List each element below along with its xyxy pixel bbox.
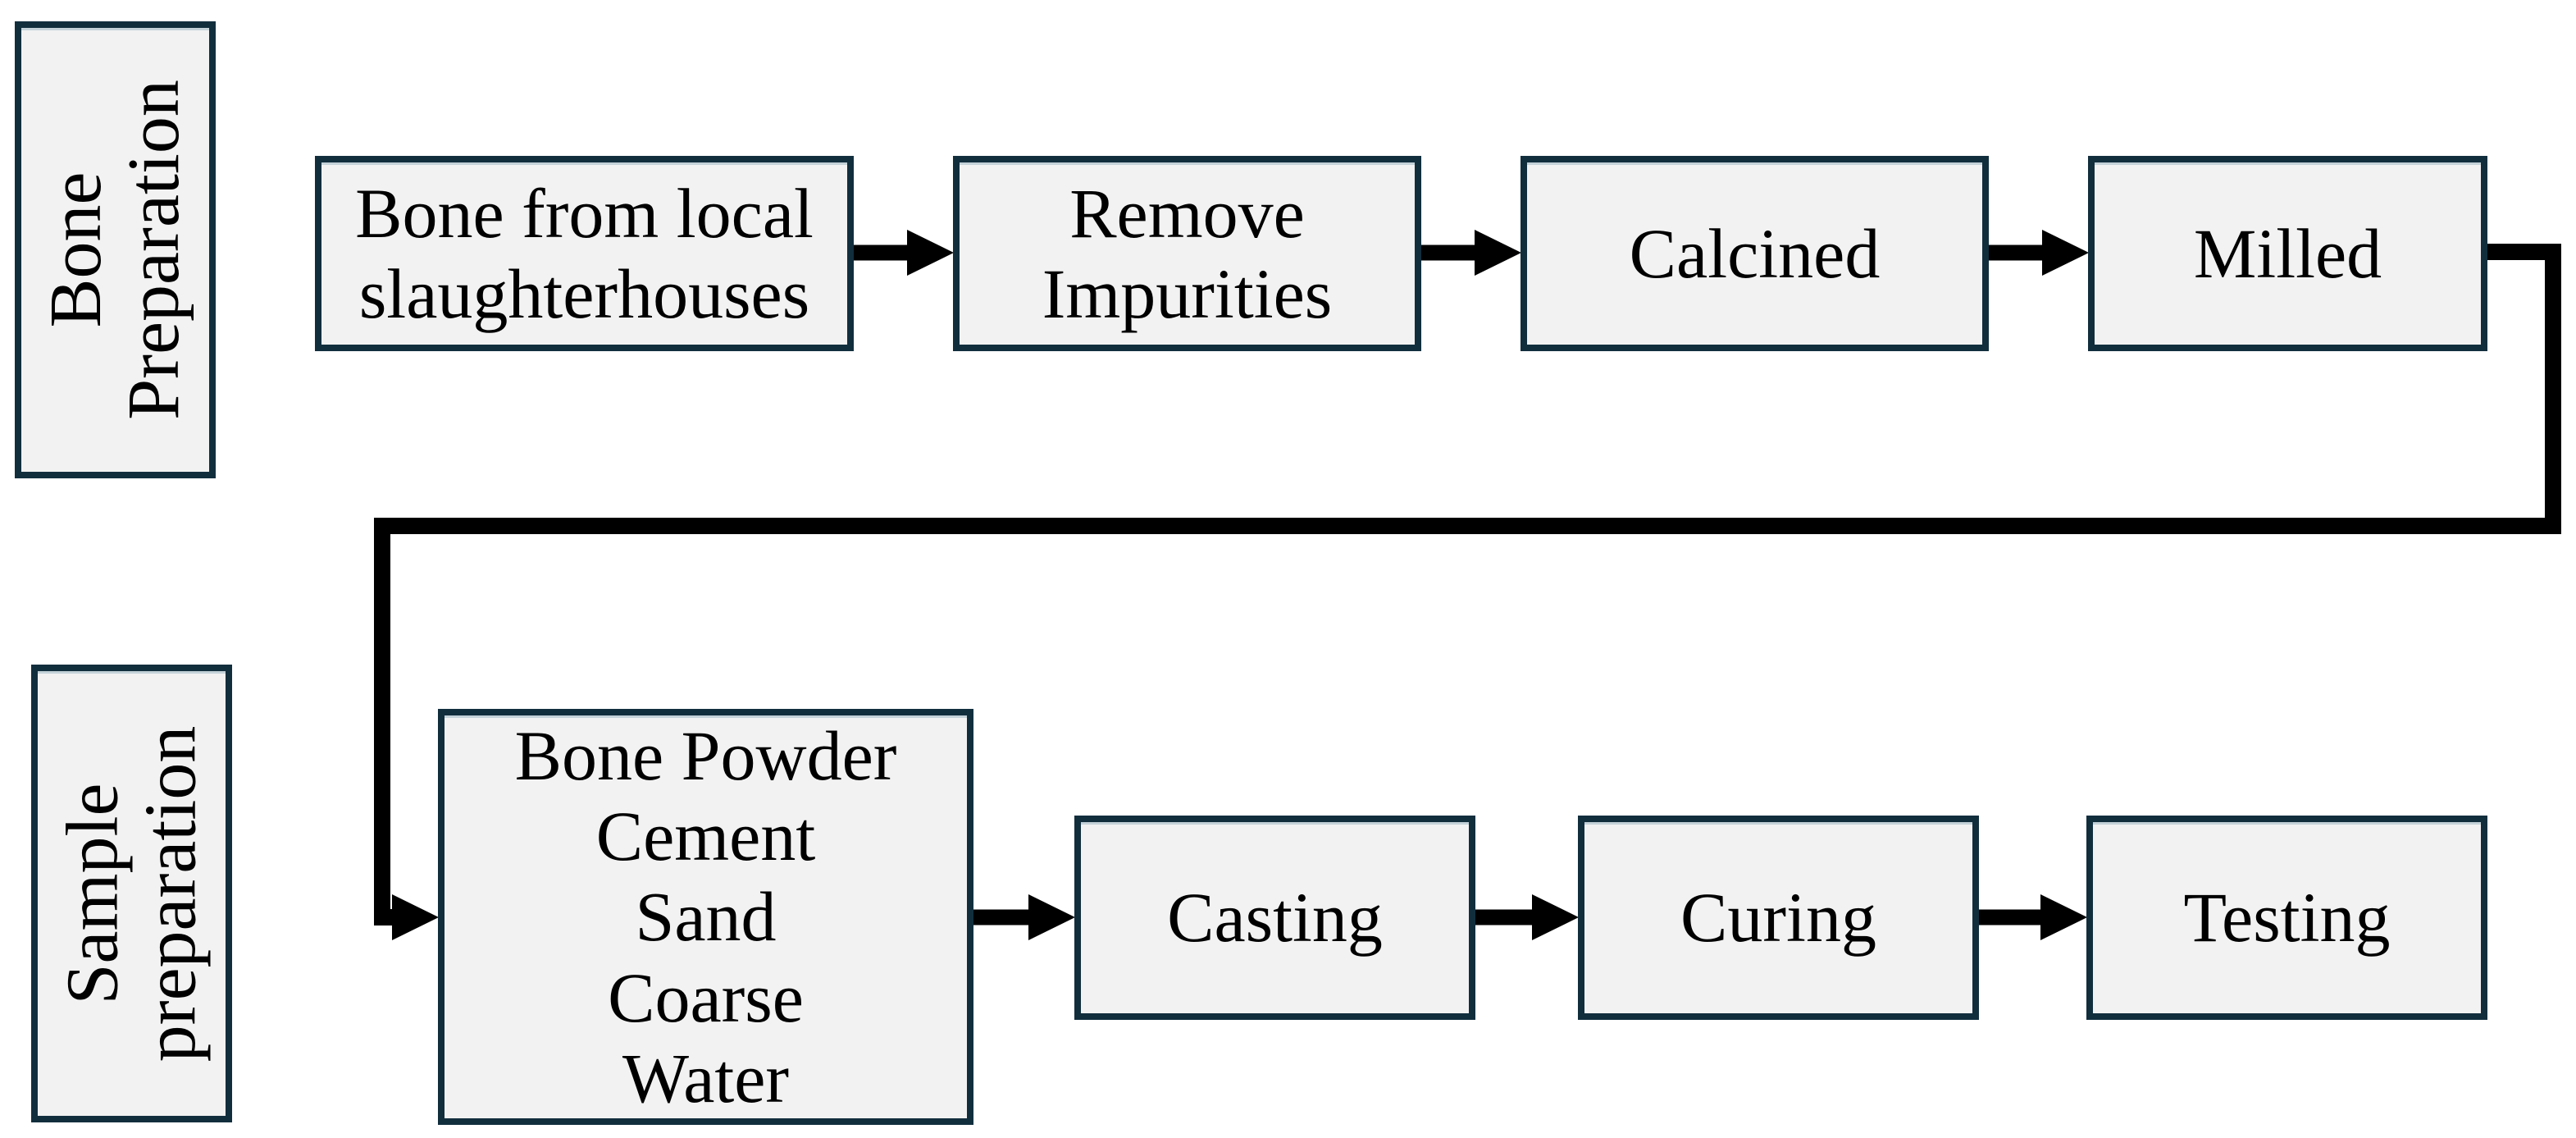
arrow-mix-ingredients-to-casting xyxy=(973,894,1075,940)
arrow-bone-source-to-remove-impurities xyxy=(853,230,954,276)
process-box-testing: Testing xyxy=(2086,816,2487,1020)
process-box-bone-source: Bone from local slaughterhouses xyxy=(315,156,854,351)
process-box-casting-text: Casting xyxy=(1167,878,1383,957)
process-box-milled-text: Milled xyxy=(2193,213,2382,293)
process-box-mix-ingredients: Bone Powder Cement Sand Coarse Water xyxy=(438,709,973,1125)
process-box-remove-impurities: Remove Impurities xyxy=(953,156,1421,351)
stage-label-bone-preparation-text: Bone Preparation xyxy=(35,80,194,420)
process-box-curing: Curing xyxy=(1578,816,1979,1020)
process-box-curing-text: Curing xyxy=(1680,878,1876,957)
stage-label-sample-preparation-text: Sample preparation xyxy=(52,725,211,1062)
process-box-remove-impurities-text: Remove Impurities xyxy=(1042,173,1333,333)
stage-label-bone-preparation: Bone Preparation xyxy=(15,21,216,478)
arrow-curing-to-testing xyxy=(1978,894,2087,940)
process-box-milled: Milled xyxy=(2088,156,2487,351)
process-box-mix-ingredients-text: Bone Powder Cement Sand Coarse Water xyxy=(514,716,897,1117)
stage-label-sample-preparation: Sample preparation xyxy=(31,665,232,1122)
process-box-testing-text: Testing xyxy=(2183,878,2391,957)
process-box-casting: Casting xyxy=(1074,816,1475,1020)
arrow-milled-to-mix-ingredients xyxy=(374,244,2561,940)
arrow-remove-impurities-to-calcined xyxy=(1420,230,1521,276)
process-box-bone-source-text: Bone from local slaughterhouses xyxy=(355,173,814,333)
arrow-casting-to-curing xyxy=(1475,894,1579,940)
arrow-calcined-to-milled xyxy=(1988,230,2089,276)
process-box-calcined: Calcined xyxy=(1521,156,1989,351)
process-box-calcined-text: Calcined xyxy=(1629,213,1881,293)
